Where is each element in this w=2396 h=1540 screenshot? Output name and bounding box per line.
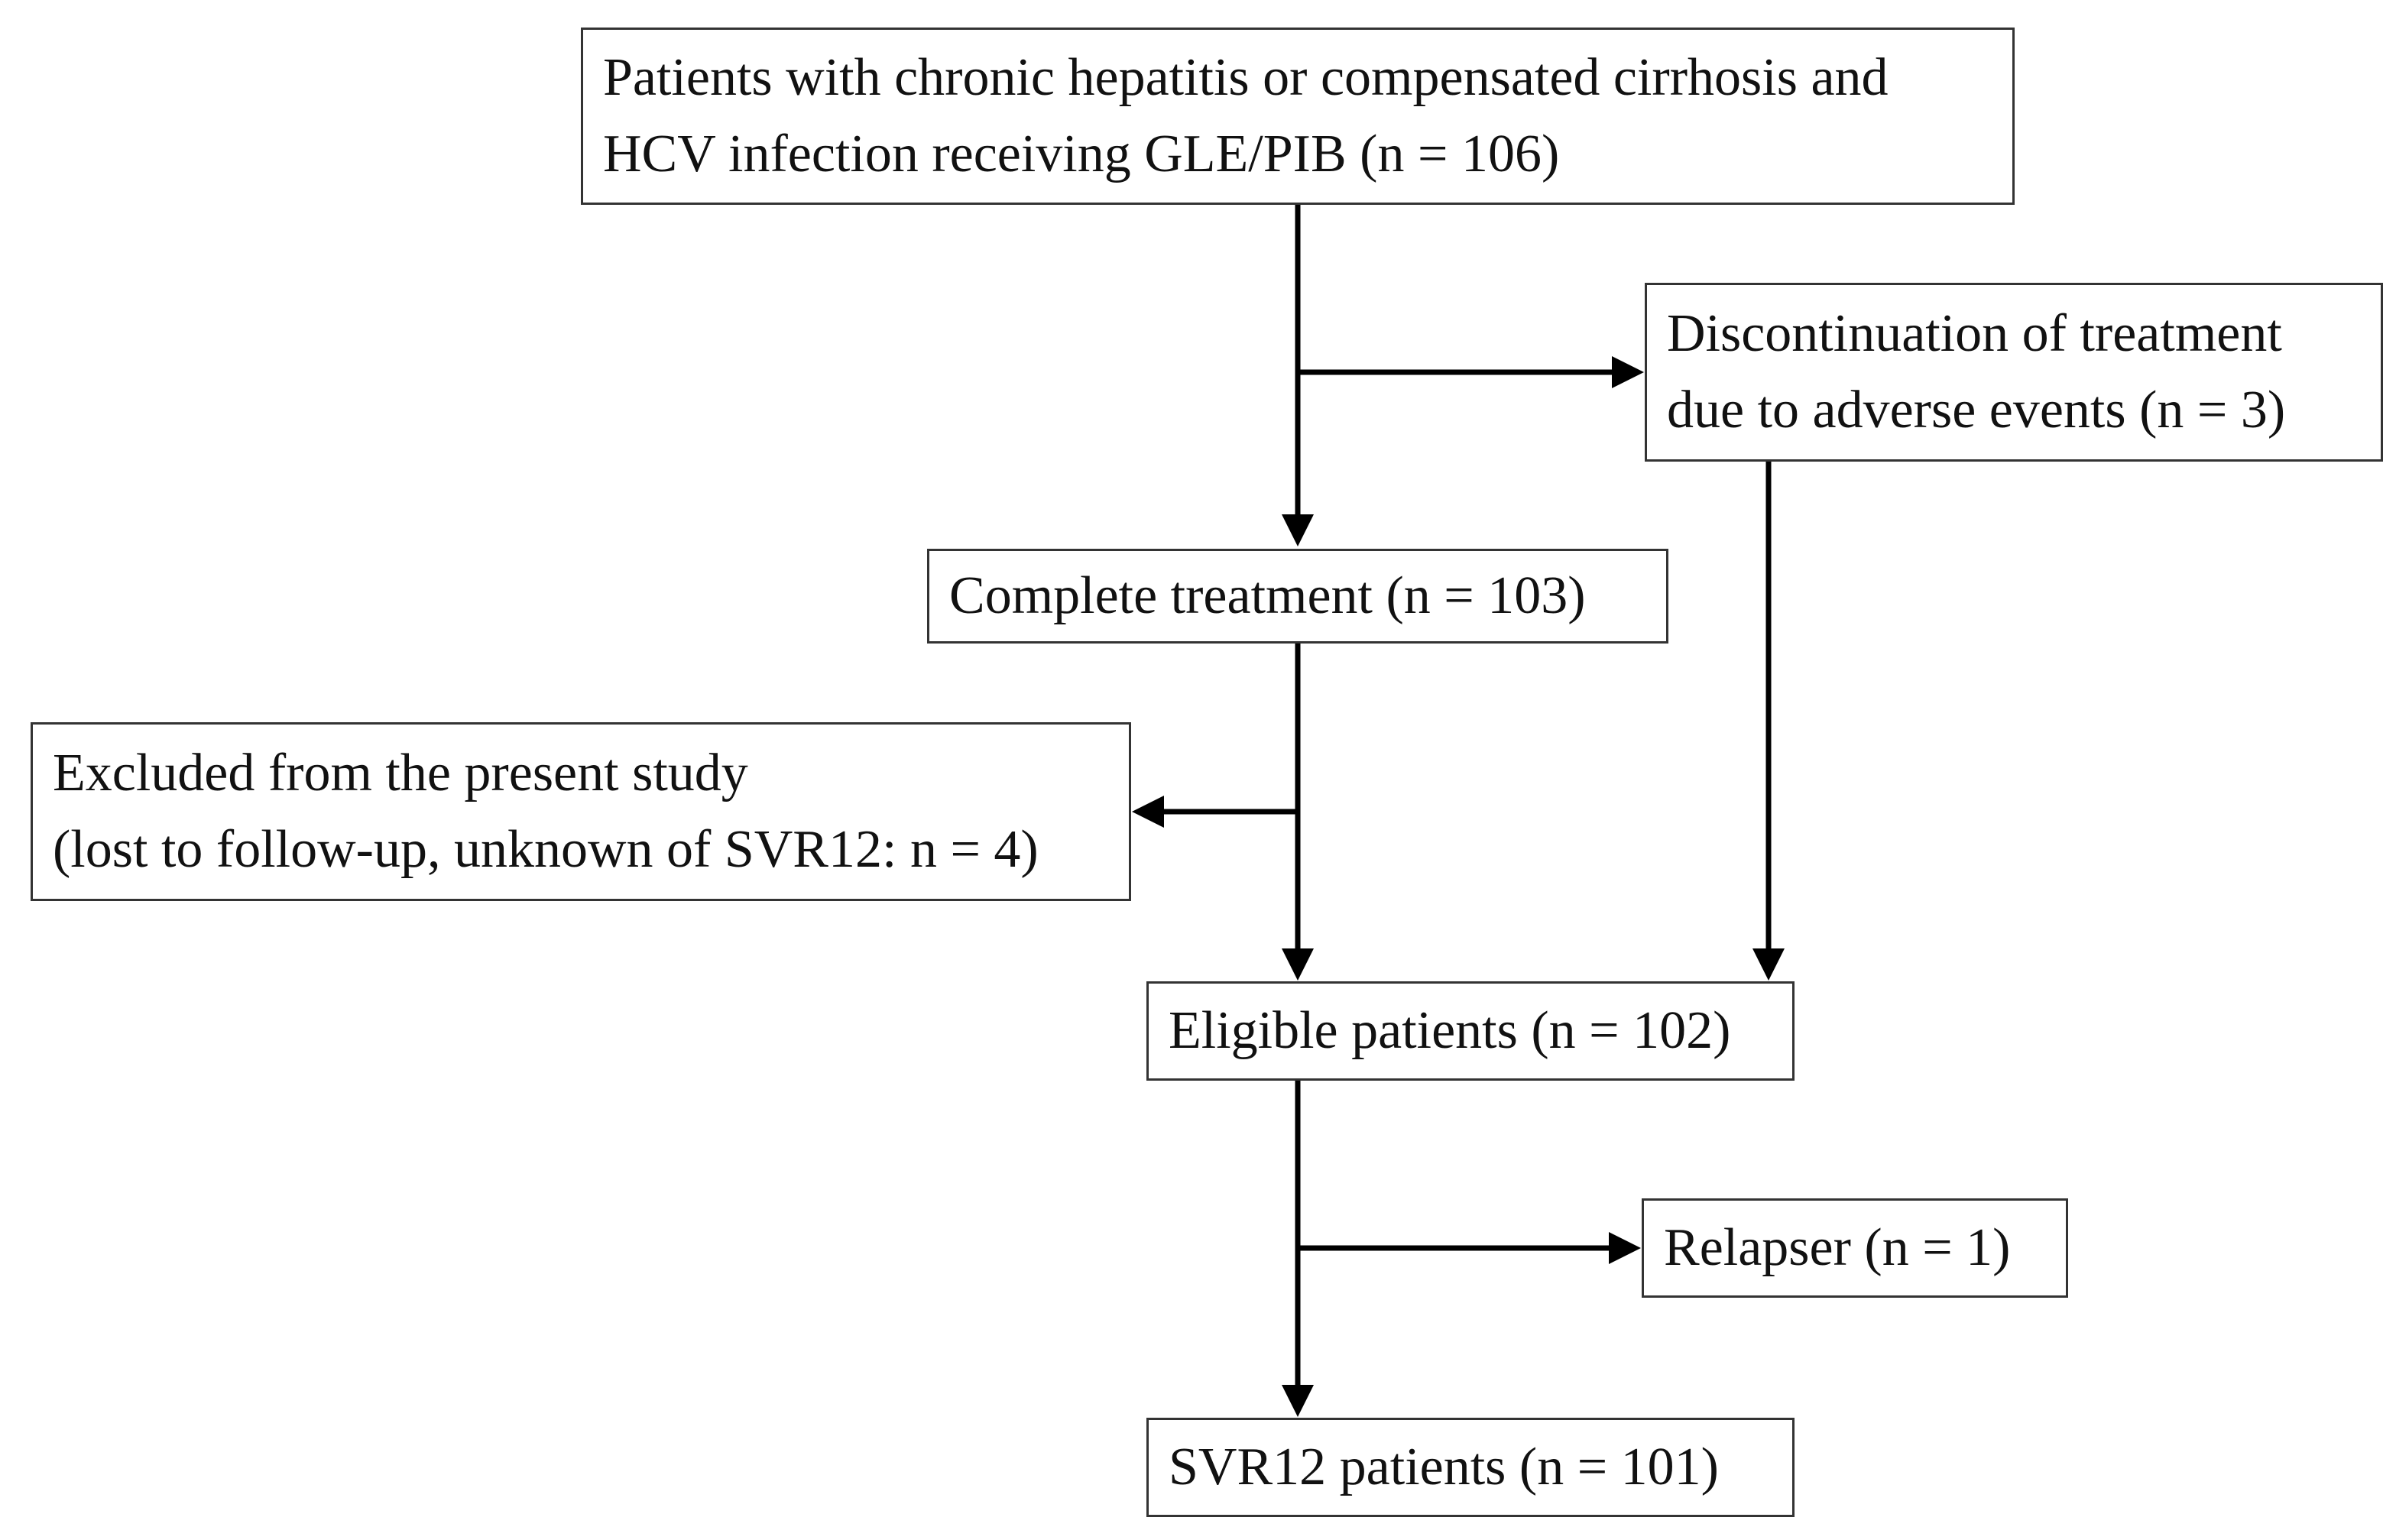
node-excluded-from-study: Excluded from the present study (lost to…: [31, 722, 1131, 901]
node-svr12-line-1: SVR12 patients (n = 101): [1169, 1438, 1719, 1496]
node-complete-treatment: Complete treatment (n = 103): [927, 549, 1668, 644]
node-eligible-line-1: Eligible patients (n = 102): [1169, 1001, 1731, 1060]
node-complete-line-1: Complete treatment (n = 103): [949, 566, 1586, 625]
node-excluded-line-1: Excluded from the present study: [53, 744, 748, 802]
node-svr12-patients: SVR12 patients (n = 101): [1146, 1418, 1795, 1517]
node-discontinued-line-1: Discontinuation of treatment: [1667, 304, 2282, 363]
node-relapser-line-1: Relapser (n = 1): [1664, 1218, 2011, 1277]
node-excluded-line-2: (lost to follow-up, unknown of SVR12: n …: [53, 820, 1039, 879]
node-patients-line-2: HCV infection receiving GLE/PIB (n = 106…: [603, 125, 1560, 183]
node-discontinued-treatment: Discontinuation of treatment due to adve…: [1645, 283, 2383, 462]
node-patients-line-1: Patients with chronic hepatitis or compe…: [603, 48, 1889, 107]
node-relapser: Relapser (n = 1): [1642, 1198, 2068, 1298]
node-patients-receiving-gle-pib: Patients with chronic hepatitis or compe…: [581, 28, 2015, 205]
node-discontinued-line-2: due to adverse events (n = 3): [1667, 381, 2286, 439]
node-eligible-patients: Eligible patients (n = 102): [1146, 981, 1795, 1081]
